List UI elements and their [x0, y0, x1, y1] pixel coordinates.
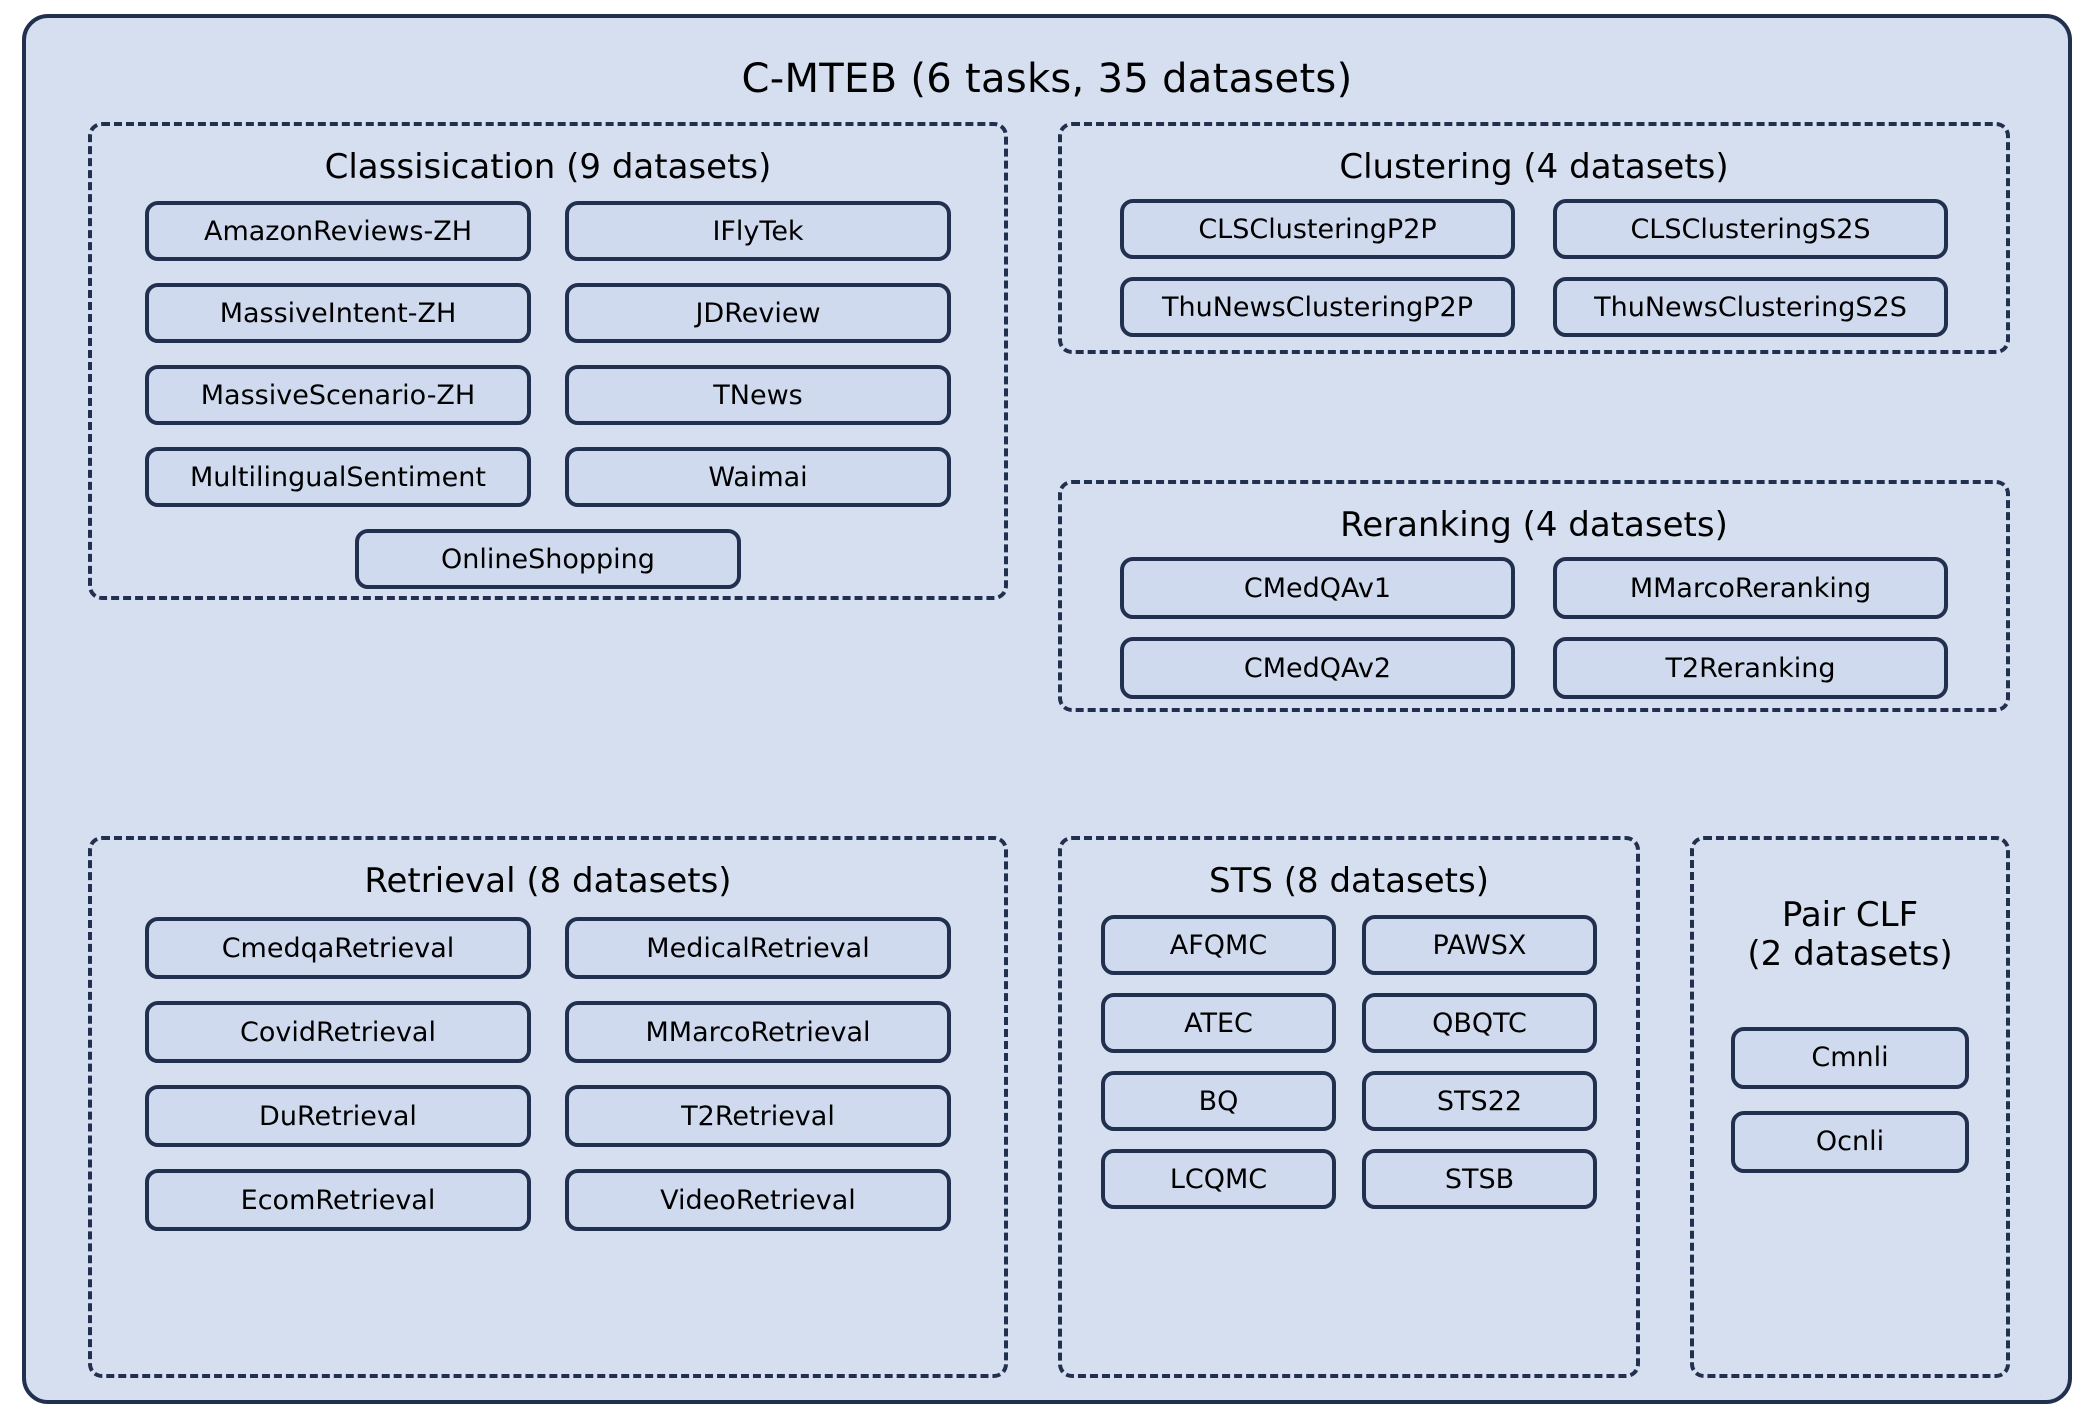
dataset-chip[interactable]: MMarcoReranking	[1553, 557, 1948, 620]
dataset-chip[interactable]: CLSClusteringS2S	[1553, 199, 1948, 260]
dataset-chip[interactable]: QBQTC	[1362, 993, 1597, 1054]
dataset-chip[interactable]: AmazonReviews-ZH	[145, 201, 531, 262]
dataset-chip[interactable]: MMarcoRetrieval	[565, 1001, 951, 1064]
dataset-chip[interactable]: IFlyTek	[565, 201, 951, 262]
dataset-chip[interactable]: AFQMC	[1101, 915, 1336, 976]
group-title-reranking: Reranking (4 datasets)	[1340, 505, 1728, 545]
group-title-classification: Classisication (9 datasets)	[324, 147, 772, 187]
diagram-root: C-MTEB (6 tasks, 35 datasets) Classisica…	[22, 14, 2072, 1404]
task-group-sts: STS (8 datasets) AFQMC PAWSX ATEC QBQTC BQ ST…	[1058, 836, 1640, 1378]
dataset-chip[interactable]: CLSClusteringP2P	[1120, 199, 1515, 260]
dataset-chip[interactable]: PAWSX	[1362, 915, 1597, 976]
group-title-pairclf: Pair CLF (2 datasets)	[1694, 895, 2006, 975]
page-title: C-MTEB (6 tasks, 35 datasets)	[741, 56, 1353, 102]
dataset-chip[interactable]: EcomRetrieval	[145, 1169, 531, 1232]
dataset-chip[interactable]: DuRetrieval	[145, 1085, 531, 1148]
dataset-chip[interactable]: ThuNewsClusteringP2P	[1120, 277, 1515, 338]
dataset-chip[interactable]: STSB	[1362, 1149, 1597, 1210]
dataset-chip[interactable]: BQ	[1101, 1071, 1336, 1132]
group-title-retrieval: Retrieval (8 datasets)	[364, 861, 732, 901]
dataset-chip[interactable]: Waimai	[565, 447, 951, 508]
task-group-clustering: Clustering (4 datasets) CLSClusteringP2P…	[1058, 122, 2010, 354]
dataset-chip[interactable]: TNews	[565, 365, 951, 426]
task-group-reranking: Reranking (4 datasets) CMedQAv1 MMarcoRer…	[1058, 480, 2010, 712]
task-group-retrieval: Retrieval (8 datasets) CmedqaRetrieval Me…	[88, 836, 1008, 1378]
dataset-chip[interactable]: LCQMC	[1101, 1149, 1336, 1210]
group-title-sts: STS (8 datasets)	[1209, 861, 1489, 901]
dataset-chip[interactable]: STS22	[1362, 1071, 1597, 1132]
dataset-chip[interactable]: JDReview	[565, 283, 951, 344]
dataset-chip[interactable]: ThuNewsClusteringS2S	[1553, 277, 1948, 338]
dataset-chip[interactable]: CovidRetrieval	[145, 1001, 531, 1064]
dataset-chip[interactable]: CMedQAv2	[1120, 637, 1515, 700]
dataset-chip[interactable]: T2Reranking	[1553, 637, 1948, 700]
dataset-chip[interactable]: Cmnli	[1731, 1026, 1969, 1089]
dataset-chip[interactable]: CMedQAv1	[1120, 557, 1515, 620]
dataset-chip[interactable]: Ocnli	[1731, 1110, 1969, 1173]
group-title-clustering: Clustering (4 datasets)	[1339, 147, 1729, 187]
dataset-chip[interactable]: CmedqaRetrieval	[145, 917, 531, 980]
dataset-chip[interactable]: OnlineShopping	[355, 529, 741, 590]
task-group-classification: Classisication (9 datasets) AmazonReview…	[88, 122, 1008, 600]
group-title-pairclf-line1: Pair CLF	[1781, 895, 1919, 935]
dataset-chip[interactable]: MultilingualSentiment	[145, 447, 531, 508]
dataset-chip[interactable]: ATEC	[1101, 993, 1336, 1054]
dataset-chip[interactable]: MedicalRetrieval	[565, 917, 951, 980]
dataset-chip[interactable]: T2Retrieval	[565, 1085, 951, 1148]
dataset-chip[interactable]: MassiveIntent-ZH	[145, 283, 531, 344]
dataset-chip[interactable]: MassiveScenario-ZH	[145, 365, 531, 426]
dataset-chip[interactable]: VideoRetrieval	[565, 1169, 951, 1232]
dataset-list-clustering: CLSClusteringP2P CLSClusteringS2S ThuNewsC…	[1062, 199, 2006, 338]
group-title-pairclf-line2: (2 datasets)	[1747, 934, 1953, 975]
